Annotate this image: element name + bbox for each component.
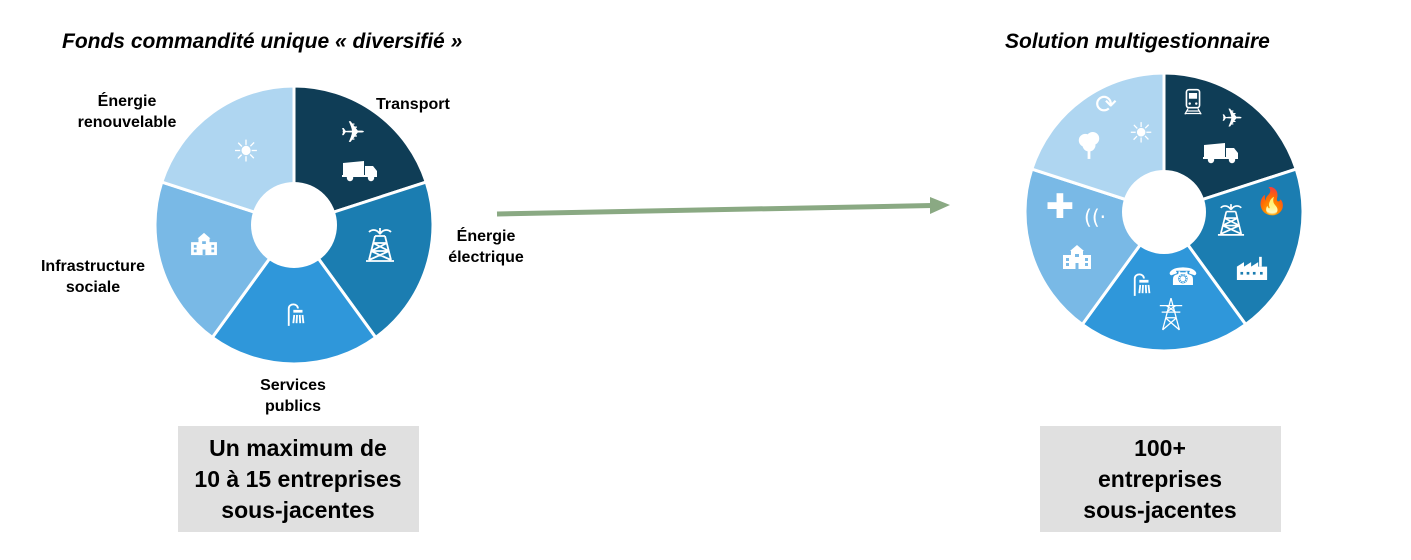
right-icons: ✈ 🔥 ☎ ✚ ((· ⟳ ☀	[1046, 88, 1288, 331]
label-energie-renouvelable-2: renouvelable	[78, 114, 177, 131]
transition-arrow	[496, 197, 950, 217]
label-services-publics-1: Services	[260, 377, 326, 394]
right-box-line-2: entreprises	[1098, 466, 1222, 492]
segment-energie-renouvelable	[159, 84, 296, 228]
wifi-icon: ((·	[1084, 205, 1106, 229]
label-services-publics-2: publics	[265, 398, 321, 415]
label-energie-electrique-1: Énergie	[457, 226, 516, 245]
sun-icon: ☀	[233, 135, 260, 170]
left-summary-box: Un maximum de 10 à 15 entreprises sous-j…	[178, 426, 419, 532]
health-cross-icon: ✚	[1046, 187, 1075, 227]
plane-icon: ✈	[1221, 104, 1243, 134]
left-box-line-1: Un maximum de	[209, 435, 387, 461]
segment-services-publics	[210, 222, 378, 366]
left-donut	[153, 84, 435, 366]
label-infrastructure-sociale-1: Infrastructure	[41, 258, 145, 275]
segment-energie-renouvelable	[1029, 71, 1166, 215]
donut-hole	[1122, 170, 1206, 254]
right-summary-box: 100+ entreprises sous-jacentes	[1040, 426, 1281, 532]
left-box-line-3: sous-jacentes	[221, 497, 374, 523]
right-box-line-3: sous-jacentes	[1083, 497, 1236, 523]
flame-icon: 🔥	[1256, 186, 1288, 217]
label-energie-renouvelable-1: Énergie	[98, 91, 157, 110]
left-box-line-2: 10 à 15 entreprises	[194, 466, 401, 492]
left-title: Fonds commandité unique « diversifié »	[62, 30, 462, 53]
segment-transport	[292, 84, 429, 228]
right-box-line-1: 100+	[1134, 435, 1186, 461]
label-energie-electrique-2: électrique	[448, 249, 524, 266]
telephone-icon: ☎	[1168, 263, 1198, 291]
left-icons: ✈ ☀	[191, 116, 395, 328]
label-infrastructure-sociale-2: sociale	[66, 279, 120, 296]
plane-icon: ✈	[340, 116, 365, 151]
donut-hole	[251, 182, 337, 268]
right-title: Solution multigestionnaire	[1005, 30, 1270, 53]
recycle-icon: ⟳	[1095, 90, 1117, 120]
label-transport: Transport	[376, 96, 450, 113]
sun-icon: ☀	[1128, 117, 1153, 150]
left-labels: Transport Énergie électrique Services pu…	[41, 91, 524, 415]
segment-services-publics	[1080, 209, 1248, 353]
